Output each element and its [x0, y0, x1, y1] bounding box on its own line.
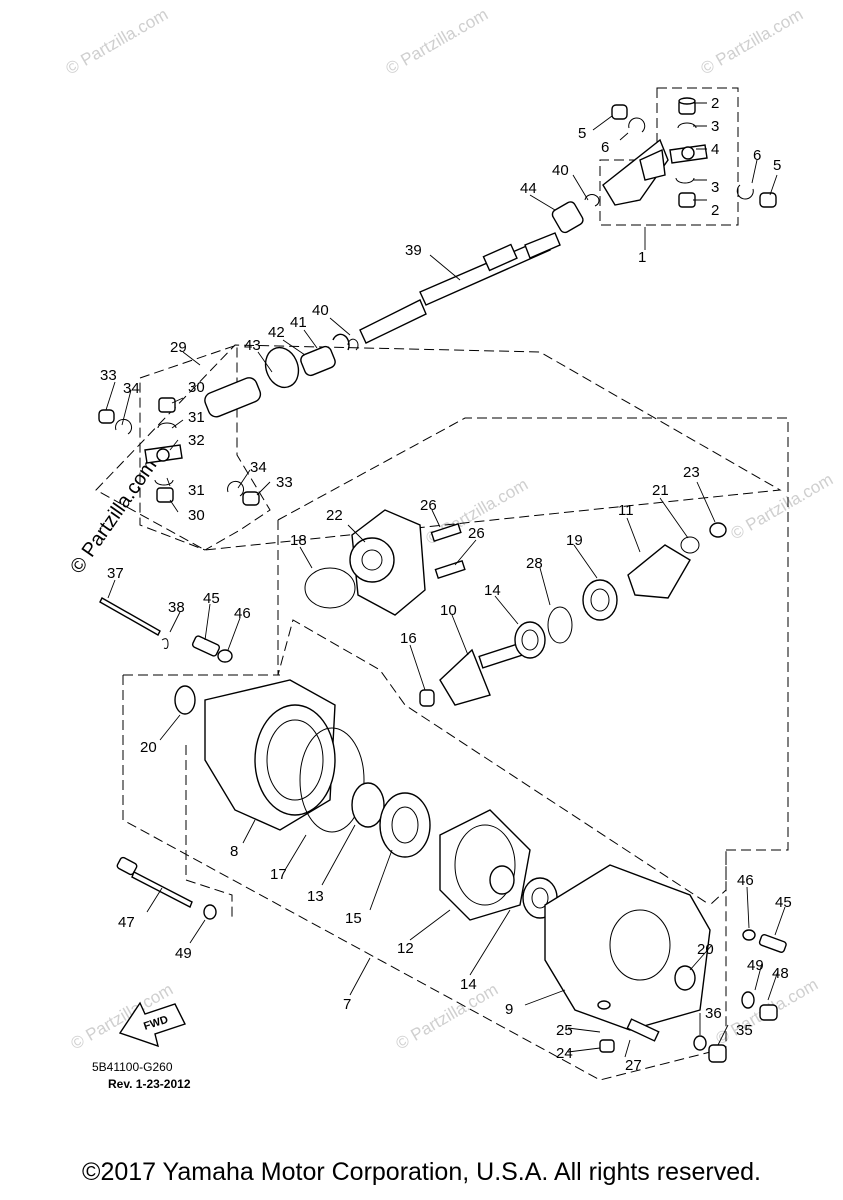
drive-shaft: [332, 232, 561, 351]
callout-5: 5: [578, 125, 586, 142]
callout-3: 3: [711, 118, 719, 135]
front-housing: [174, 679, 431, 858]
callout-1: 1: [638, 249, 646, 266]
callout-labels: 1 2 3 4 3 2 5 6 6 5 40 44 39 40 41 42 43…: [100, 95, 792, 1074]
callout-31: 31: [188, 409, 205, 426]
callout-16: 16: [400, 630, 417, 647]
callout-15: 15: [345, 910, 362, 927]
callout-4: 4: [711, 141, 719, 158]
callout-30: 30: [188, 507, 205, 524]
callout-19: 19: [566, 532, 583, 549]
watermark-text: © Partzilla.com: [383, 5, 492, 79]
callout-25: 25: [556, 1022, 573, 1039]
fwd-arrow: FWD: [118, 1001, 186, 1048]
callout-33: 33: [276, 474, 293, 491]
callout-10: 10: [440, 602, 457, 619]
callout-26: 26: [468, 525, 485, 542]
callout-11: 11: [618, 502, 634, 519]
callout-3: 3: [711, 179, 719, 196]
callout-49: 49: [175, 945, 192, 962]
callout-27: 27: [625, 1057, 642, 1074]
callout-43: 43: [244, 337, 261, 354]
callout-46: 46: [737, 872, 754, 889]
callout-49: 49: [747, 957, 764, 974]
ring-gear: [439, 809, 558, 921]
callout-44: 44: [520, 180, 537, 197]
callout-7: 7: [343, 996, 351, 1013]
callout-14: 14: [460, 976, 477, 993]
pinion-gear-assembly: [419, 522, 727, 707]
diagram-code: 5B41100-G260: [92, 1060, 173, 1074]
callout-45: 45: [203, 590, 220, 607]
callout-30: 30: [188, 379, 205, 396]
callout-34: 34: [123, 380, 140, 397]
universal-joint-rear: [98, 345, 336, 506]
callout-8: 8: [230, 843, 238, 860]
callout-14: 14: [484, 582, 501, 599]
callout-12: 12: [397, 940, 414, 957]
callout-2: 2: [711, 202, 719, 219]
callout-6: 6: [753, 147, 761, 164]
callout-32: 32: [188, 432, 205, 449]
callout-24: 24: [556, 1045, 573, 1062]
callout-22: 22: [326, 507, 343, 524]
callout-33: 33: [100, 367, 117, 384]
copyright-notice: ©2017 Yamaha Motor Corporation, U.S.A. A…: [82, 1158, 761, 1186]
callout-23: 23: [683, 464, 700, 481]
callout-29: 29: [170, 339, 187, 356]
callout-2: 2: [711, 95, 719, 112]
callout-34: 34: [250, 459, 267, 476]
callout-35: 35: [736, 1022, 753, 1039]
callout-31: 31: [188, 482, 205, 499]
right-fasteners: [693, 929, 787, 1063]
watermark-text: © Partzilla.com: [63, 5, 172, 79]
callout-38: 38: [168, 599, 185, 616]
callout-21: 21: [652, 482, 669, 499]
rear-housing: [544, 864, 711, 1053]
pinion-housing: [304, 509, 466, 616]
watermark-text: © Partzilla.com: [393, 980, 502, 1054]
revision-label: Rev. 1-23-2012: [108, 1077, 191, 1091]
callout-5: 5: [773, 157, 781, 174]
callout-6: 6: [601, 139, 609, 156]
small-fasteners-left: [99, 597, 233, 663]
callout-20: 20: [697, 941, 714, 958]
callout-13: 13: [307, 888, 324, 905]
universal-joint-front: [551, 97, 777, 234]
callout-36: 36: [705, 1005, 722, 1022]
watermark-text: © Partzilla.com: [698, 5, 807, 79]
callout-26: 26: [420, 497, 437, 514]
callout-41: 41: [290, 314, 307, 331]
callout-18: 18: [290, 532, 307, 549]
watermark-text: © Partzilla.com: [66, 455, 161, 578]
callout-17: 17: [270, 866, 287, 883]
callout-42: 42: [268, 324, 285, 341]
callout-40: 40: [312, 302, 329, 319]
callout-39: 39: [405, 242, 422, 259]
leader-lines: [105, 102, 786, 1058]
callout-28: 28: [526, 555, 543, 572]
callout-48: 48: [772, 965, 789, 982]
callout-9: 9: [505, 1001, 513, 1018]
group-outlines: [95, 87, 789, 1081]
callout-46: 46: [234, 605, 251, 622]
callout-40: 40: [552, 162, 569, 179]
long-bolt: [116, 856, 217, 920]
watermark-text: © Partzilla.com: [728, 470, 837, 544]
callout-37: 37: [107, 565, 124, 582]
callout-20: 20: [140, 739, 157, 756]
callout-45: 45: [775, 894, 792, 911]
callout-47: 47: [118, 914, 135, 931]
